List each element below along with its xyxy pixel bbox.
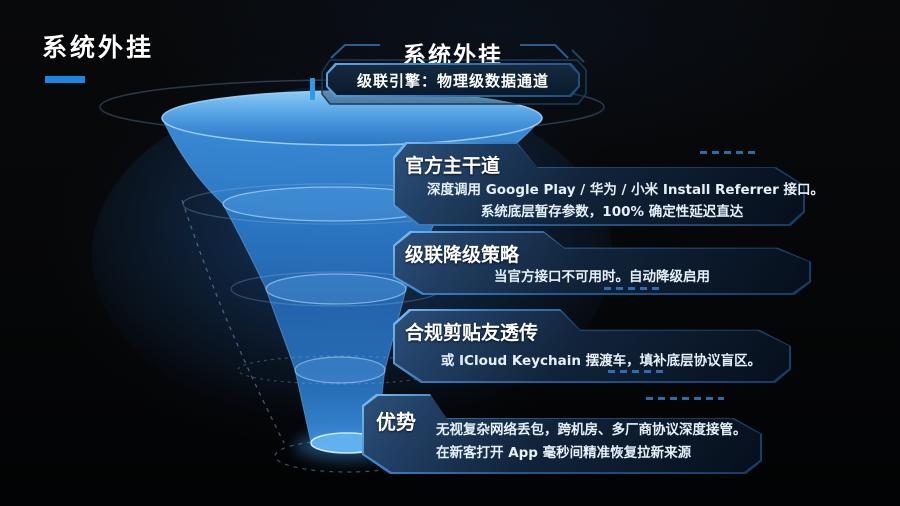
panel-title: 级联降级策略 xyxy=(405,244,520,266)
panel-official-channel: 官方主干道 深度调用 Google Play / 华为 / 小米 Install… xyxy=(393,142,824,226)
funnel-dashed-guide xyxy=(181,199,285,444)
corner-title: 系统外挂 xyxy=(42,33,155,62)
panel-cascade-fallback: 级联降级策略 当官方接口不可用时。自动降级启用 xyxy=(393,231,811,295)
panel-advantage: 优势 无视复杂网络丢包，跨机房、多厂商协议深度接管。 在新客打开 App 毫秒间… xyxy=(362,394,762,474)
panel-line: 在新客打开 App 毫秒间精准恢复拉新来源 xyxy=(436,445,692,461)
engine-badge-label: 级联引擎：物理级数据通道 xyxy=(356,71,549,90)
funnel-mouth xyxy=(161,90,543,146)
panel-line: 或 ICloud Keychain 摆渡车，填补底层协议盲区。 xyxy=(440,353,762,369)
panel-line: 当官方接口不可用时。自动降级启用 xyxy=(494,269,710,285)
engine-badge: 级联引擎：物理级数据通道 xyxy=(326,63,580,97)
dash-decoration xyxy=(700,151,756,154)
tier-rim-2 xyxy=(265,273,407,305)
panel-line: 深度调用 Google Play / 华为 / 小米 Install Refer… xyxy=(427,182,824,198)
panel-title: 优势 xyxy=(376,410,416,434)
panel-clipboard-passthrough: 合规剪贴友透传 或 ICloud Keychain 摆渡车，填补底层协议盲区。 xyxy=(393,309,791,383)
dash-decoration xyxy=(604,287,660,290)
tier-rim-3 xyxy=(294,356,386,384)
panel-title: 官方主干道 xyxy=(405,155,501,177)
panel-title: 合规剪贴友透传 xyxy=(405,322,539,344)
panel-line: 无视复杂网络丢包，跨机房、多厂商协议深度接管。 xyxy=(436,422,747,438)
corner-title-underline xyxy=(45,76,85,83)
dash-decoration xyxy=(646,397,724,400)
engine-badge-fill: 级联引擎：物理级数据通道 xyxy=(328,65,578,95)
panel-line: 系统底层暂存参数，100% 确定性延迟直达 xyxy=(480,204,744,220)
dash-decoration xyxy=(608,370,664,373)
